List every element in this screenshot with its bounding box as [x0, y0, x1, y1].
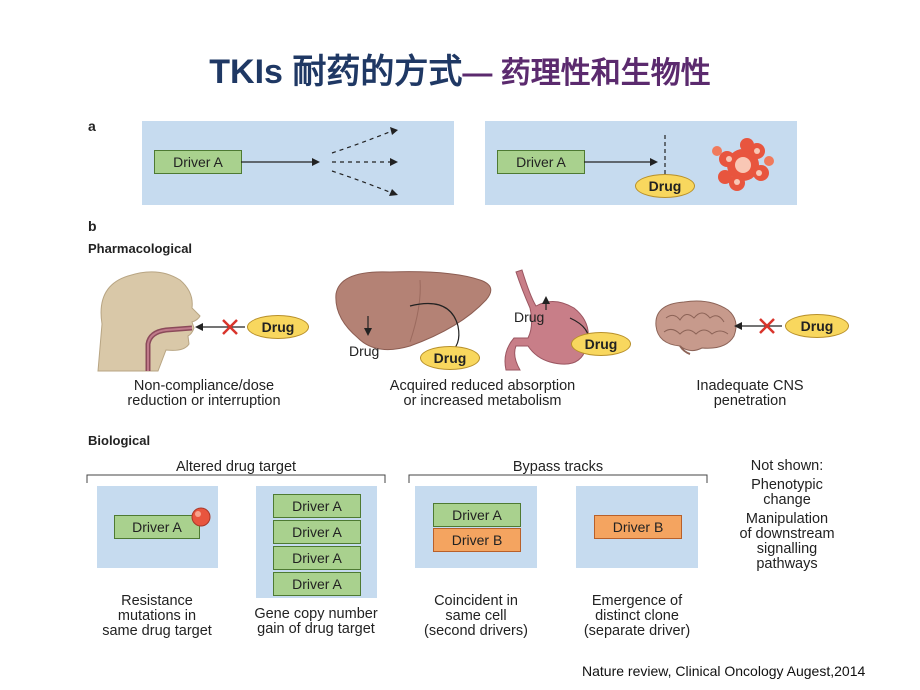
- pharmacological-label: Pharmacological: [88, 241, 193, 256]
- caption-line: Acquired reduced absorption: [389, 378, 576, 394]
- section-b-letter: b: [88, 218, 97, 234]
- drug-pill: Drug: [785, 314, 849, 338]
- section-a-letter: a: [88, 118, 96, 134]
- brain-icon: [655, 300, 782, 355]
- caption-line: gain of drug target: [257, 621, 375, 637]
- head-profile-icon: [97, 271, 245, 372]
- caption-coincident: Coincident in same cell (second drivers): [400, 594, 552, 639]
- panel-a-right: Driver A Drug: [485, 121, 797, 205]
- caption-line: or increased metabolism: [403, 393, 562, 409]
- mutation-dot-icon: [191, 507, 211, 527]
- driver-box: Driver A: [273, 494, 361, 518]
- bypass-header: Bypass tracks: [512, 459, 604, 475]
- driver-box: Driver A: [433, 503, 521, 527]
- title-main: TKIs 耐药的方式: [209, 53, 463, 91]
- altered-target-header: Altered drug target: [175, 459, 297, 475]
- caption-line: distinct clone: [595, 608, 679, 624]
- caption-line: Manipulation: [745, 511, 829, 527]
- caption-line: same drug target: [102, 623, 212, 639]
- caption-line: same cell: [445, 608, 507, 624]
- caption-cns: Inadequate CNS penetration: [670, 379, 830, 409]
- blocked-signal-icon: [584, 135, 774, 191]
- caption-line: of downstream: [739, 526, 835, 542]
- caption-distinct-clone: Emergence of distinct clone (separate dr…: [560, 594, 714, 639]
- caption-copy-number: Gene copy number gain of drug target: [236, 607, 396, 637]
- panel-a-left: Driver A: [142, 121, 454, 205]
- caption-line: Not shown:: [750, 458, 824, 474]
- caption-line: Gene copy number: [254, 606, 378, 622]
- panel-copy-number: Driver A Driver A Driver A Driver A: [256, 486, 377, 598]
- drug-pill: Drug: [571, 332, 631, 356]
- driver-box: Driver A: [273, 546, 361, 570]
- caption-line: Coincident in: [434, 593, 518, 609]
- drug-pill: Drug: [635, 174, 695, 198]
- panel-distinct-clone: Driver B: [576, 486, 698, 568]
- not-shown-note: Not shown: Phenotypic change Manipulatio…: [722, 459, 852, 572]
- caption-line: Non-compliance/dose: [133, 378, 275, 394]
- bracket-icon: [408, 474, 708, 483]
- drug-label: Drug: [349, 343, 380, 359]
- drug-pill: Drug: [420, 346, 480, 370]
- caption-line: (second drivers): [424, 623, 528, 639]
- caption-line: Phenotypic: [751, 477, 823, 493]
- driver-box: Driver A: [114, 515, 200, 539]
- bracket-icon: [86, 474, 386, 483]
- panel-coincident: Driver A Driver B: [415, 486, 537, 568]
- driver-box: Driver A: [273, 520, 361, 544]
- drug-label: Drug: [514, 309, 545, 325]
- caption-line: pathways: [756, 556, 818, 572]
- caption-line: mutations in: [117, 608, 197, 624]
- caption-line: penetration: [713, 393, 787, 409]
- caption-line: change: [763, 492, 811, 508]
- caption-absorption: Acquired reduced absorption or increased…: [355, 379, 610, 409]
- drug-pill: Drug: [247, 315, 309, 339]
- citation: Nature review, Clinical Oncology Augest,…: [582, 663, 866, 679]
- caption-noncompliance: Non-compliance/dose reduction or interru…: [94, 379, 314, 409]
- caption-line: Resistance: [121, 593, 193, 609]
- caption-resistance: Resistance mutations in same drug target: [82, 594, 232, 639]
- page-title: TKIs 耐药的方式— 药理性和生物性: [0, 44, 920, 93]
- caption-line: reduction or interruption: [127, 393, 281, 409]
- caption-line: (separate driver): [583, 623, 691, 639]
- signal-arrows-icon: [241, 127, 398, 196]
- driver-box: Driver B: [433, 528, 521, 552]
- caption-line: signalling: [756, 541, 818, 557]
- driver-box: Driver A: [273, 572, 361, 596]
- liver-stomach-icon: [335, 269, 590, 371]
- driver-box: Driver A: [154, 150, 242, 174]
- biological-label: Biological: [88, 433, 151, 448]
- panel-resistance: Driver A: [97, 486, 218, 568]
- title-sub: — 药理性和生物性: [462, 57, 711, 90]
- caption-line: Inadequate CNS: [696, 378, 804, 394]
- driver-box: Driver B: [594, 515, 682, 539]
- caption-line: Emergence of: [591, 593, 683, 609]
